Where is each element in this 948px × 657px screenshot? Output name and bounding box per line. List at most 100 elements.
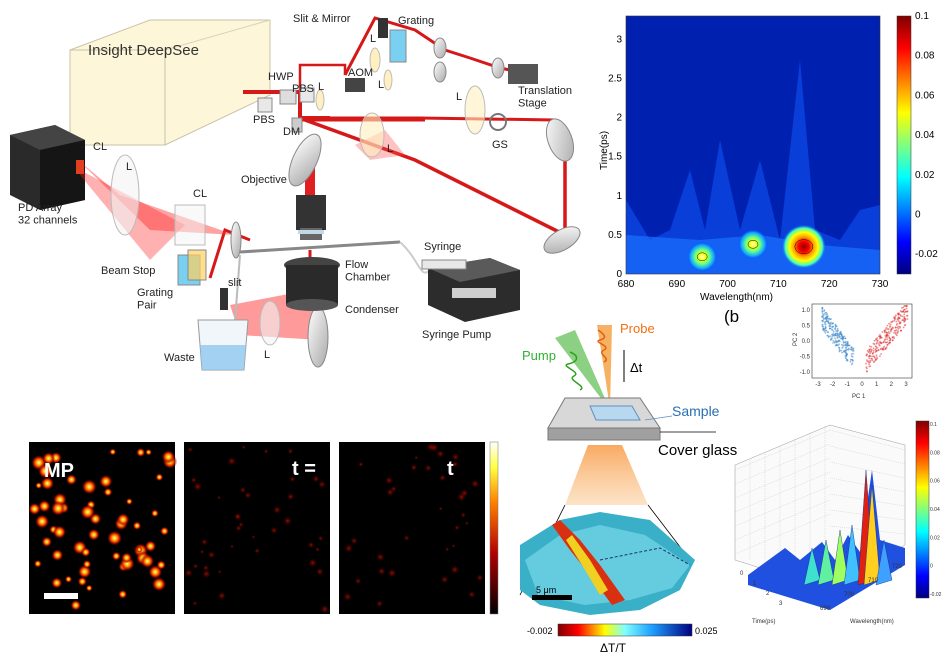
pca-point-blue bbox=[852, 360, 854, 362]
objective-ring bbox=[298, 230, 324, 234]
pca-point-blue bbox=[821, 315, 824, 318]
heatmap-y-tick: 2.5 bbox=[608, 74, 622, 85]
pca-point-red bbox=[875, 342, 878, 345]
pca-x-tick: -2 bbox=[830, 382, 836, 388]
bright-spot bbox=[65, 474, 77, 486]
dim-spot bbox=[343, 592, 353, 602]
heatmap-colorbar-ticks: 0.10.080.060.040.020-0.02 bbox=[915, 11, 938, 260]
bright-spot bbox=[116, 513, 130, 527]
lens-label-6: L bbox=[126, 161, 132, 173]
pca-point-red bbox=[869, 352, 871, 355]
pca-y-tick: -0.5 bbox=[800, 355, 811, 361]
pca-point-red bbox=[886, 338, 888, 341]
pca-point-red bbox=[905, 307, 908, 310]
pca-point-red bbox=[878, 342, 880, 344]
pca-point-red bbox=[876, 339, 879, 342]
dim-spot bbox=[456, 492, 467, 502]
heatmap-cbar-tick: 0.1 bbox=[915, 11, 929, 22]
cl-label: CL bbox=[93, 141, 107, 153]
pca-point-red bbox=[886, 336, 888, 338]
pca-point-blue bbox=[842, 340, 845, 343]
pca-point-blue bbox=[846, 343, 848, 345]
pca-point-red bbox=[884, 341, 887, 343]
pca-point-red bbox=[867, 360, 870, 362]
bright-spot bbox=[151, 577, 167, 592]
heatmap-cbar-tick: -0.02 bbox=[915, 249, 938, 260]
heatmap-cbar-tick: 0 bbox=[915, 209, 921, 220]
pca-point-blue bbox=[824, 323, 827, 326]
pca-point-red bbox=[885, 333, 888, 336]
waste-label: Waste bbox=[164, 352, 195, 364]
pca-point-red bbox=[893, 332, 895, 334]
laser-box: Insight DeepSee bbox=[69, 19, 271, 146]
dim-spot bbox=[226, 456, 237, 467]
pbs-label-2: PBS bbox=[253, 114, 275, 126]
heatmap-cbar-tick: 0.06 bbox=[915, 90, 935, 101]
pca-point-red bbox=[875, 338, 877, 340]
dim-spot bbox=[241, 444, 247, 450]
pca-point-blue bbox=[831, 335, 834, 337]
pbs-label: PBS bbox=[292, 83, 314, 95]
surface-scale-bar bbox=[532, 595, 572, 600]
pca-point-blue bbox=[838, 334, 840, 336]
bright-spot bbox=[34, 514, 50, 529]
surface-3d-gridline bbox=[829, 525, 906, 535]
sample-leader bbox=[644, 415, 673, 421]
syringe-tube bbox=[399, 241, 431, 274]
bright-spot bbox=[132, 521, 142, 530]
pca-point-red bbox=[869, 359, 872, 362]
pca-point-red bbox=[883, 345, 885, 348]
pca-point-blue bbox=[840, 349, 843, 352]
dim-spot bbox=[357, 461, 364, 468]
pca-point-red bbox=[897, 317, 900, 320]
pca-point-blue bbox=[823, 330, 826, 333]
mirror-icon bbox=[230, 221, 242, 259]
pca-point-red bbox=[884, 347, 887, 350]
lens-icon-6 bbox=[315, 89, 325, 111]
pca-point-red bbox=[899, 327, 901, 329]
surface-3d-grid bbox=[734, 426, 906, 560]
bright-spot bbox=[161, 450, 176, 464]
collection-cone bbox=[565, 445, 648, 505]
pca-point-red bbox=[872, 351, 875, 354]
lens-label-4: L bbox=[456, 91, 462, 103]
pca-point-red bbox=[906, 318, 909, 320]
dim-spot bbox=[451, 543, 456, 549]
heatmap-frame bbox=[625, 15, 881, 275]
pca-x-tick: 3 bbox=[904, 382, 908, 388]
pca-point-blue bbox=[836, 329, 839, 331]
heatmap-y-tick: 3 bbox=[616, 34, 622, 45]
heatmap-x-tick: 700 bbox=[719, 279, 736, 290]
aom-icon bbox=[345, 78, 365, 92]
gs-label: GS bbox=[492, 139, 508, 151]
pca-point-blue bbox=[840, 335, 843, 337]
pca-y-label: PC 2 bbox=[793, 332, 799, 346]
surface-3d-ridge bbox=[803, 547, 821, 586]
pca-point-red bbox=[896, 334, 898, 337]
waste-beaker bbox=[197, 319, 249, 371]
microscopy-images: MP t = t bbox=[28, 441, 499, 615]
laser-label: Insight DeepSee bbox=[88, 42, 199, 59]
pca-point-blue bbox=[834, 337, 836, 340]
heatmap-peak-contour bbox=[696, 252, 708, 262]
bright-spot bbox=[38, 499, 51, 513]
pca-point-blue bbox=[844, 337, 847, 340]
bright-spot bbox=[145, 448, 152, 456]
dim-spot bbox=[201, 569, 212, 579]
heatmap-x-tick: 690 bbox=[668, 279, 685, 290]
heatmap-x-tick: 710 bbox=[770, 279, 787, 290]
image-spots bbox=[28, 442, 484, 615]
pump-label: Pump bbox=[522, 348, 556, 363]
pca-point-blue bbox=[850, 348, 853, 351]
pca-point-red bbox=[866, 359, 868, 361]
pca-point-blue bbox=[839, 333, 842, 335]
dim-spot bbox=[385, 488, 395, 497]
bright-spot bbox=[155, 473, 164, 482]
bright-spot bbox=[85, 584, 93, 592]
pca-point-red bbox=[897, 312, 900, 314]
grating-pair-icon-2 bbox=[187, 249, 207, 281]
pca-point-red bbox=[886, 324, 889, 327]
bright-spot bbox=[144, 540, 157, 552]
pca-point-red bbox=[899, 329, 902, 332]
